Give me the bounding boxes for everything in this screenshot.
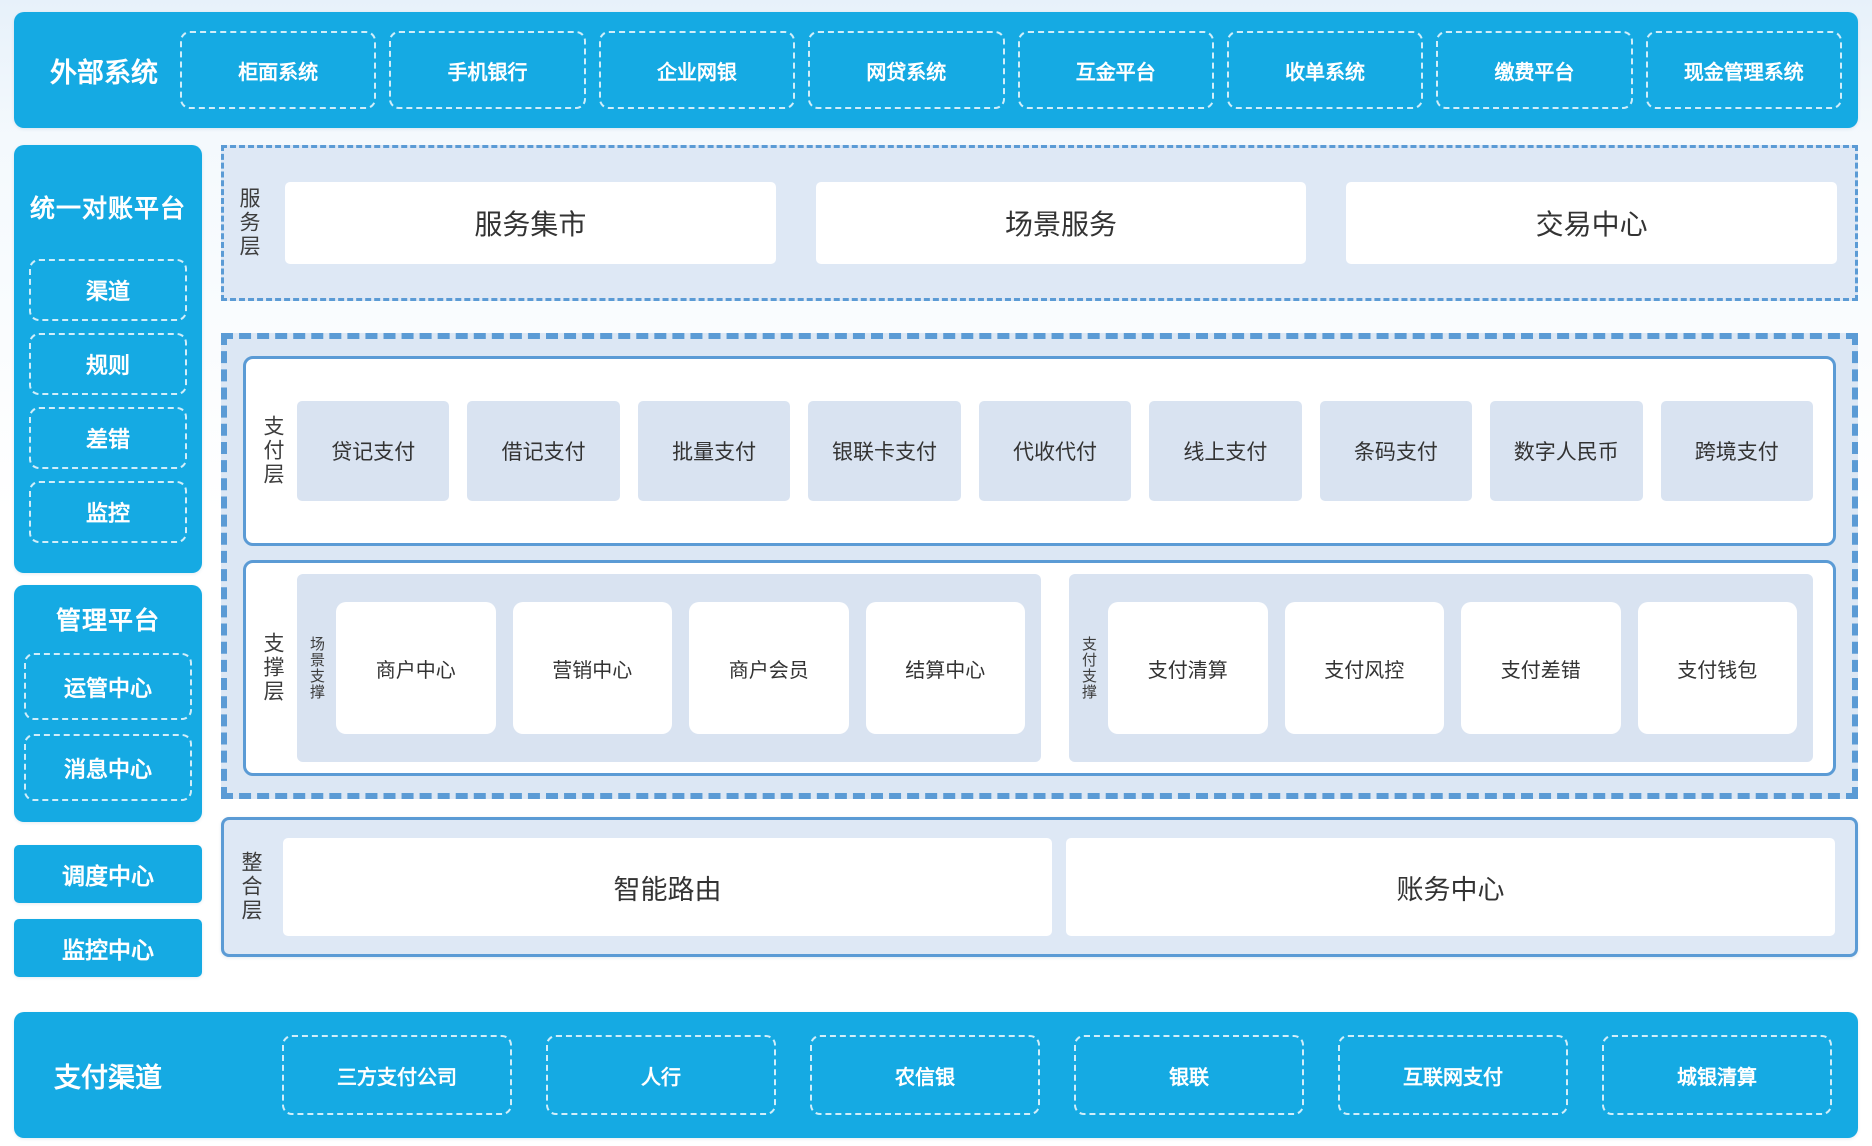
service-item: 服务集市 [285,182,776,264]
payment-channel-item: 农信银 [810,1035,1040,1115]
integration-layer-label: 整合层 [239,851,262,923]
payment-channels-bar: 支付渠道 三方支付公司 人行 农信银 银联 互联网支付 城银清算 [14,1012,1858,1138]
sidebar: 统一对账平台 渠道 规则 差错 监控 管理平台 运管中心 消息中心 调度中心 监… [14,145,202,982]
reconciliation-platform-title: 统一对账平台 [29,195,186,223]
payment-channel-item: 城银清算 [1602,1035,1832,1115]
external-systems-items: 柜面系统 手机银行 企业网银 网贷系统 互金平台 收单系统 缴费平台 现金管理系… [180,31,1842,109]
service-layer-items: 服务集市 场景服务 交易中心 [285,182,1838,264]
reconciliation-item: 监控 [29,481,187,543]
support-item: 支付清算 [1108,602,1268,734]
payment-channel-item: 三方支付公司 [282,1035,512,1115]
payment-layer-items: 贷记支付 借记支付 批量支付 银联卡支付 代收代付 线上支付 条码支付 数字人民… [297,401,1813,501]
management-platform-title: 管理平台 [55,607,160,635]
payment-support-group: 支付支撑 支付清算 支付风控 支付差错 支付钱包 [1069,574,1813,762]
external-systems-title: 外部系统 [50,57,158,88]
scene-support-label: 场景支撑 [308,636,325,700]
reconciliation-platform-block: 统一对账平台 渠道 规则 差错 监控 [14,145,202,573]
payment-channel-item: 银联 [1074,1035,1304,1115]
payment-item: 条码支付 [1319,401,1473,501]
payment-layer-panel: 支付层 贷记支付 借记支付 批量支付 银联卡支付 代收代付 线上支付 条码支付 … [243,356,1836,546]
scene-support-group: 场景支撑 商户中心 营销中心 商户会员 结算中心 [297,574,1041,762]
payment-item: 代收代付 [978,401,1132,501]
payment-item: 跨境支付 [1660,401,1813,501]
payment-support-label: 支付支撑 [1080,636,1097,700]
payment-support-container: 支付层 贷记支付 借记支付 批量支付 银联卡支付 代收代付 线上支付 条码支付 … [221,333,1858,799]
dispatch-center-block: 调度中心 [14,845,202,903]
reconciliation-item: 规则 [29,333,187,395]
reconciliation-item: 差错 [29,407,187,469]
payment-support-items: 支付清算 支付风控 支付差错 支付钱包 [1108,602,1797,734]
external-system-item: 网贷系统 [808,31,1005,109]
service-layer-label: 服务层 [237,187,260,259]
support-item: 支付钱包 [1637,602,1797,734]
scene-support-items: 商户中心 营销中心 商户会员 结算中心 [336,602,1025,734]
external-systems-bar: 外部系统 柜面系统 手机银行 企业网银 网贷系统 互金平台 收单系统 缴费平台 … [14,12,1858,128]
management-platform-block: 管理平台 运管中心 消息中心 [14,585,202,822]
support-item: 结算中心 [865,602,1025,734]
external-system-item: 收单系统 [1226,31,1424,109]
payment-item: 数字人民币 [1490,401,1643,501]
support-layer-groups: 场景支撑 商户中心 营销中心 商户会员 结算中心 支付支撑 支付清算 [297,574,1813,762]
integration-item: 账务中心 [1066,838,1835,936]
external-system-item: 手机银行 [389,31,586,109]
service-item: 场景服务 [815,182,1307,264]
monitor-center-block: 监控中心 [14,919,202,977]
integration-item: 智能路由 [283,838,1052,936]
management-items: 运管中心 消息中心 [14,653,202,801]
payment-channel-item: 人行 [546,1035,776,1115]
management-item: 运管中心 [24,653,192,720]
integration-layer-items: 智能路由 账务中心 [283,838,1835,936]
payment-channel-item: 互联网支付 [1338,1035,1568,1115]
external-system-item: 缴费平台 [1436,31,1633,109]
support-layer-panel: 支撑层 场景支撑 商户中心 营销中心 商户会员 结算中心 [243,560,1836,776]
management-item: 消息中心 [24,734,192,801]
support-item: 支付风控 [1284,602,1444,734]
middle-row: 统一对账平台 渠道 规则 差错 监控 管理平台 运管中心 消息中心 调度中心 监… [14,145,1858,982]
support-item: 营销中心 [512,602,672,734]
payment-item: 银联卡支付 [808,401,961,501]
integration-layer-panel: 整合层 智能路由 账务中心 [221,817,1858,957]
payment-item: 贷记支付 [297,401,450,501]
reconciliation-item: 渠道 [29,259,187,321]
support-layer-label: 支撑层 [261,632,284,704]
payment-channels-items: 三方支付公司 人行 农信银 银联 互联网支付 城银清算 [282,1035,1832,1115]
service-item: 交易中心 [1346,182,1838,264]
external-system-item: 现金管理系统 [1645,31,1842,109]
support-item: 商户会员 [689,602,849,734]
external-system-item: 企业网银 [598,31,796,109]
service-layer-panel: 服务层 服务集市 场景服务 交易中心 [221,145,1858,301]
payment-item: 借记支付 [467,401,620,501]
external-system-item: 柜面系统 [180,31,377,109]
support-item: 支付差错 [1461,602,1621,734]
payment-channels-title: 支付渠道 [54,1062,162,1093]
external-system-item: 互金平台 [1017,31,1214,109]
reconciliation-items: 渠道 规则 差错 监控 [14,259,202,543]
payment-item: 批量支付 [637,401,791,501]
payment-layer-label: 支付层 [261,415,284,487]
main-content: 服务层 服务集市 场景服务 交易中心 支付层 贷记支付 借记支付 批量支付 银联… [221,145,1858,982]
payment-item: 线上支付 [1149,401,1302,501]
support-item: 商户中心 [336,602,496,734]
